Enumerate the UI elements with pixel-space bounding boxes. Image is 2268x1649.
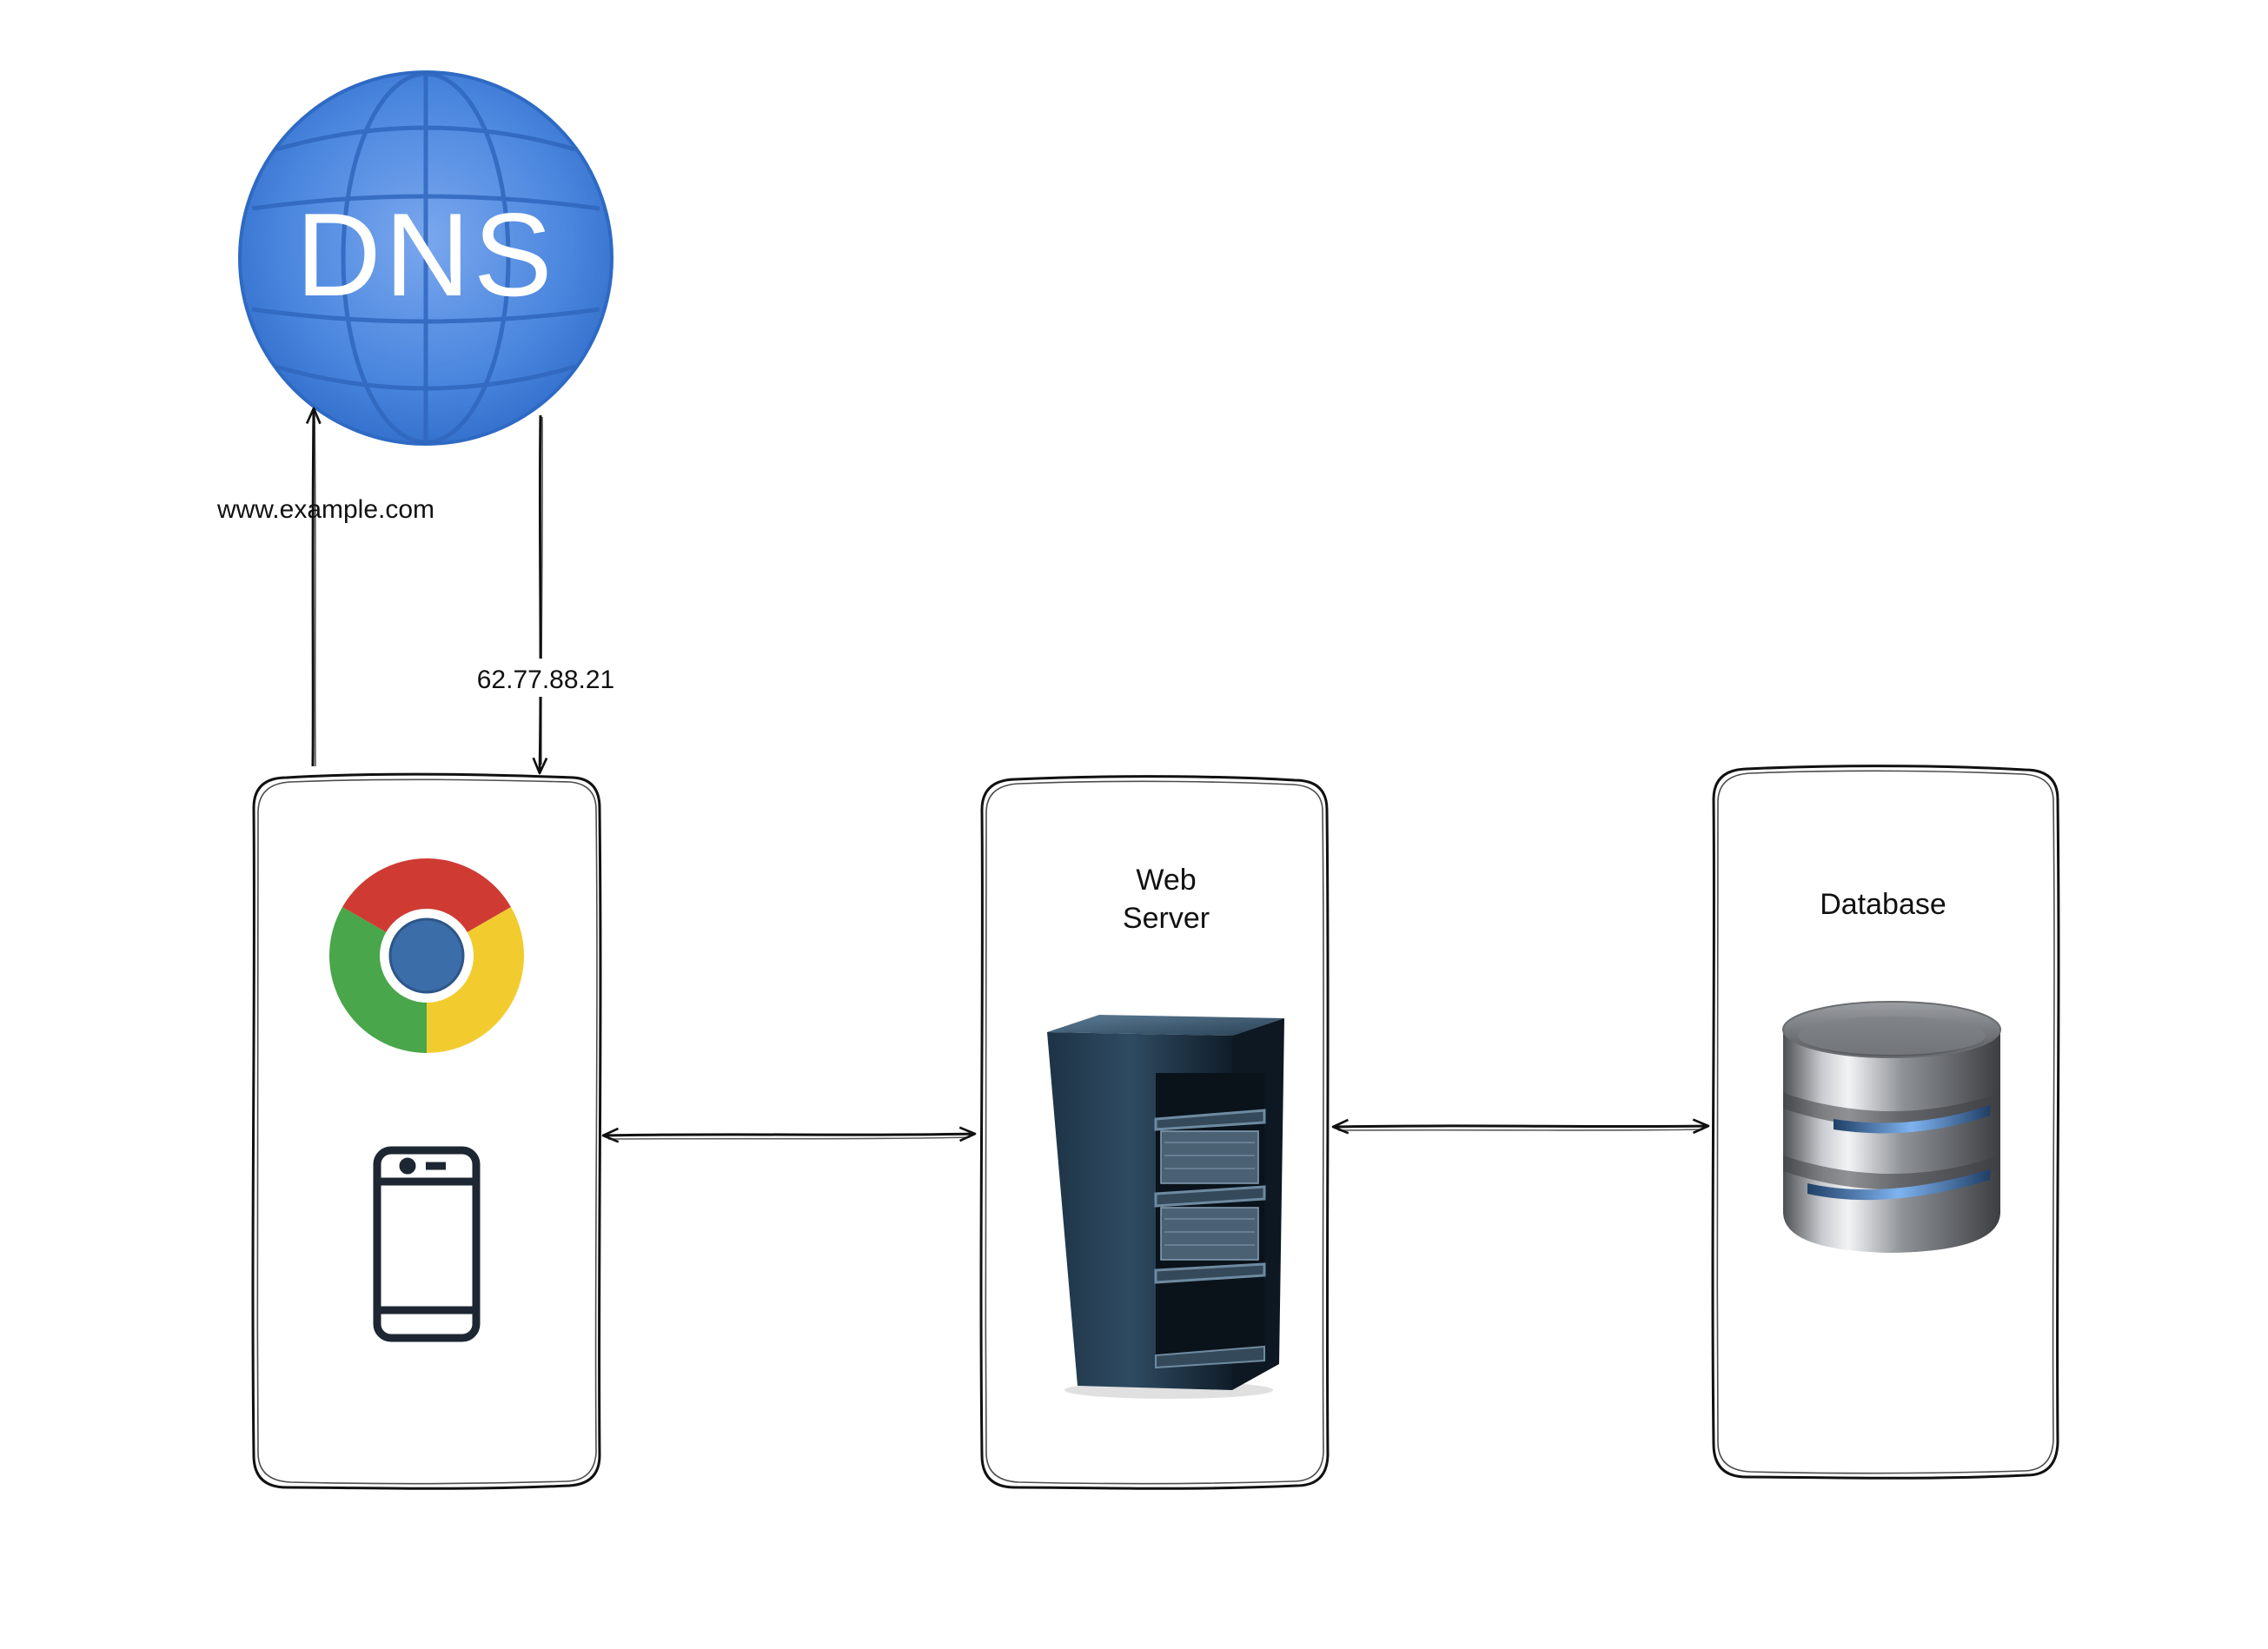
edge-request-label: www.example.com <box>216 495 434 524</box>
chrome-icon <box>328 858 525 1053</box>
dns-label: DNS <box>295 189 555 321</box>
database-icon <box>1782 1001 2001 1253</box>
database-label: Database <box>1820 888 1946 921</box>
mobile-phone-icon <box>373 1146 481 1342</box>
edge-dns-request <box>305 407 322 767</box>
edge-response-label: 62.77.88.21 <box>477 666 614 694</box>
edge-client-webserver <box>601 1126 977 1143</box>
web-server-label-line1: Web <box>1136 864 1196 897</box>
dns-globe-icon <box>238 70 613 446</box>
server-rack-icon <box>1047 1015 1284 1399</box>
edge-webserver-database <box>1331 1118 1710 1135</box>
web-server-label-line2: Server <box>1123 902 1210 935</box>
edge-dns-response <box>532 414 548 775</box>
